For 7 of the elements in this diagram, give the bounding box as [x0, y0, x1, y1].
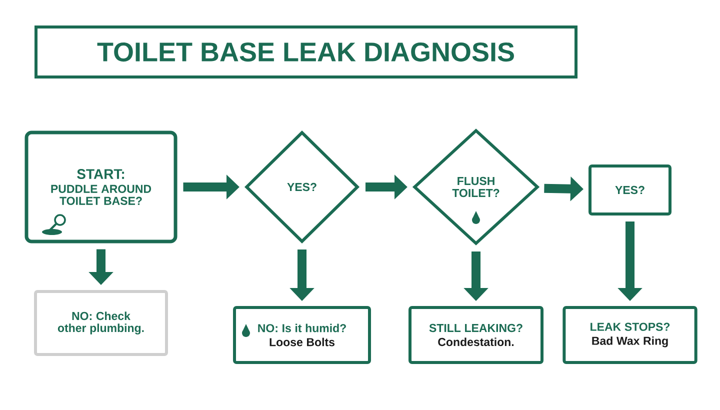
- process-box: LEAK STOPS? Bad Wax Ring: [562, 306, 698, 364]
- start-box: START: PUDDLE AROUND TOILET BASE?: [24, 130, 178, 244]
- title-banner: TOILET BASE LEAK DIAGNOSIS: [34, 26, 578, 78]
- result-box: NO: Check other plumbing.: [34, 290, 168, 356]
- process-box: YES?: [588, 164, 672, 216]
- process-box: NO: Is it humid? Loose Bolts: [233, 306, 371, 364]
- process-box: STILL LEAKING? Condestation.: [408, 306, 544, 364]
